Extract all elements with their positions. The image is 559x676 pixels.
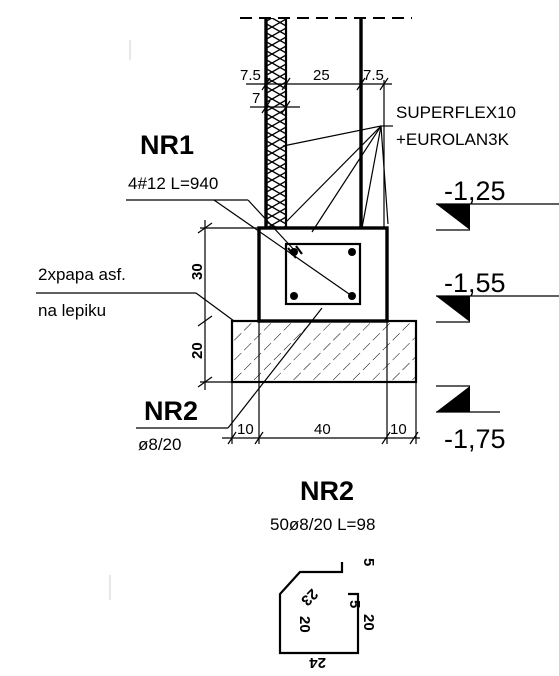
stirrup-dim-bottom: 24 <box>309 654 326 671</box>
stirrup-dim-right: 20 <box>360 614 377 631</box>
stirrup-dim-hook: 23 <box>297 585 321 609</box>
scan-artifacts <box>109 40 131 600</box>
level-marker-top <box>436 203 559 231</box>
level-middle: -1,55 <box>444 268 506 298</box>
wall-dim-left: 7.5 <box>240 67 261 84</box>
wall <box>264 18 385 228</box>
dim-bottom-left: 10 <box>237 421 254 438</box>
bottom-dimension-line <box>222 321 420 445</box>
nr2-leader <box>136 307 323 429</box>
wall-dimension-line <box>246 77 392 114</box>
insulation-label-line2: na lepiku <box>38 301 106 320</box>
stirrup <box>284 242 362 306</box>
stirrup-shape-drawing <box>278 562 360 655</box>
foundation-beam <box>257 226 389 323</box>
footing <box>230 319 418 384</box>
nr2-detail-title: NR2 <box>300 476 354 506</box>
nr2-title: NR2 <box>144 396 198 426</box>
membrane-label-line2: +EUROLAN3K <box>396 130 510 149</box>
wall-dim-mid: 25 <box>313 67 330 84</box>
wall-dim-small: 7 <box>252 90 260 107</box>
level-bottom: -1,75 <box>444 424 506 454</box>
nr1-leader <box>126 199 353 297</box>
nr2-spec: ø8/20 <box>138 435 181 454</box>
nr1-spec: 4#12 L=940 <box>128 174 218 193</box>
insulation-label-line1: 2xpapa asf. <box>38 265 126 284</box>
insulation-leader <box>36 292 235 322</box>
level-top: -1,25 <box>444 176 506 206</box>
stirrup-dim-top-right: 5 <box>360 558 377 566</box>
membrane-leaders <box>282 125 393 233</box>
stirrup-dim-left: 20 <box>296 616 313 633</box>
nr1-title: NR1 <box>140 130 194 160</box>
membrane-label-line1: SUPERFLEX10 <box>396 103 516 122</box>
level-marker-bottom <box>436 385 500 413</box>
dim-footing-height: 20 <box>189 342 206 359</box>
nr2-detail-spec: 50ø8/20 L=98 <box>270 515 375 534</box>
dim-beam-height: 30 <box>189 263 206 280</box>
dim-bottom-mid: 40 <box>314 421 331 438</box>
vertical-dimension-line <box>197 220 259 390</box>
wall-dim-right: 7.5 <box>363 67 384 84</box>
stirrup-dim-inner: 5 <box>346 600 363 608</box>
dim-bottom-right: 10 <box>390 421 407 438</box>
level-marker-middle <box>436 295 559 323</box>
